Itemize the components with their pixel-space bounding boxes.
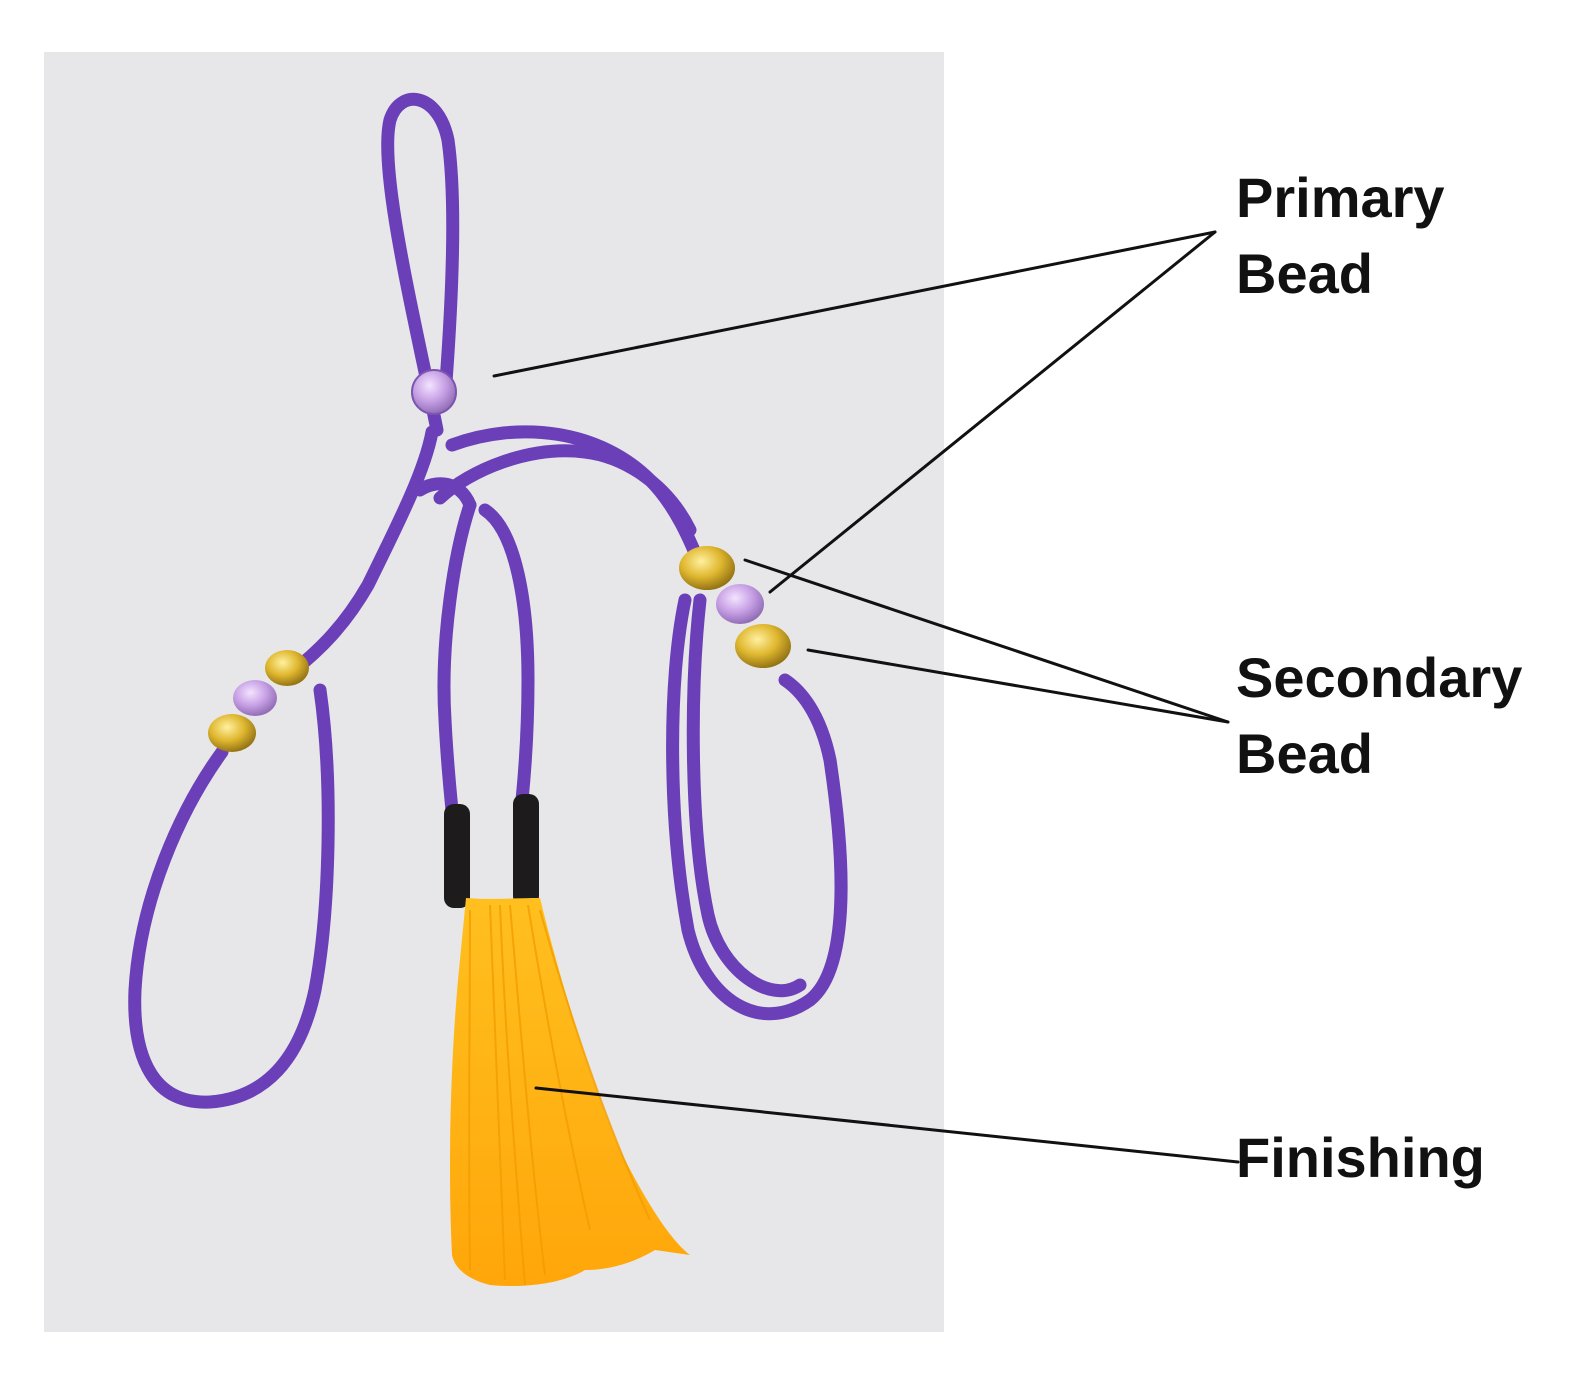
center-strand-right bbox=[478, 503, 535, 807]
left-gold-bead-upper bbox=[265, 650, 309, 686]
leader-finishing bbox=[534, 1086, 1240, 1164]
primary-bead bbox=[411, 369, 457, 415]
left-bead-cluster bbox=[208, 650, 309, 752]
secondary-bead-label-line2: Bead bbox=[1236, 722, 1373, 785]
right-lilac-bead bbox=[716, 584, 764, 624]
finishing-label-line1: Finishing bbox=[1236, 1126, 1485, 1189]
right-strand-inner bbox=[433, 444, 697, 537]
heat-shrink-sleeves bbox=[444, 794, 539, 908]
right-gold-bead-upper bbox=[679, 546, 735, 590]
left-lilac-bead bbox=[233, 680, 277, 716]
heat-shrink-right bbox=[513, 794, 539, 906]
leader-lines bbox=[492, 230, 1240, 1164]
center-strand-left bbox=[437, 498, 477, 817]
top-loop bbox=[381, 92, 460, 437]
right-bead-cluster bbox=[679, 546, 791, 668]
secondary-bead-label-line1: Secondary bbox=[1236, 646, 1523, 709]
leader-primary-b bbox=[768, 230, 1217, 594]
leader-secondary-a bbox=[743, 558, 1230, 724]
leader-primary-a bbox=[492, 230, 1217, 378]
left-gold-bead-lower bbox=[208, 714, 256, 752]
left-loop bbox=[128, 683, 335, 1109]
heat-shrink-left bbox=[444, 804, 470, 908]
primary-bead-label-line1: Primary bbox=[1236, 166, 1445, 229]
left-strand bbox=[285, 425, 439, 679]
primary-bead-label-line2: Bead bbox=[1236, 242, 1373, 305]
primary-bead-label: Primary Bead bbox=[1236, 160, 1445, 312]
finishing-label: Finishing bbox=[1236, 1120, 1485, 1196]
leader-secondary-b bbox=[806, 648, 1230, 724]
right-loop bbox=[666, 593, 848, 1021]
secondary-bead-label: Secondary Bead bbox=[1236, 640, 1522, 792]
cord bbox=[128, 92, 848, 1109]
connector-loop bbox=[413, 477, 477, 512]
right-gold-bead-lower bbox=[735, 624, 791, 668]
right-loop-inner bbox=[686, 593, 807, 997]
